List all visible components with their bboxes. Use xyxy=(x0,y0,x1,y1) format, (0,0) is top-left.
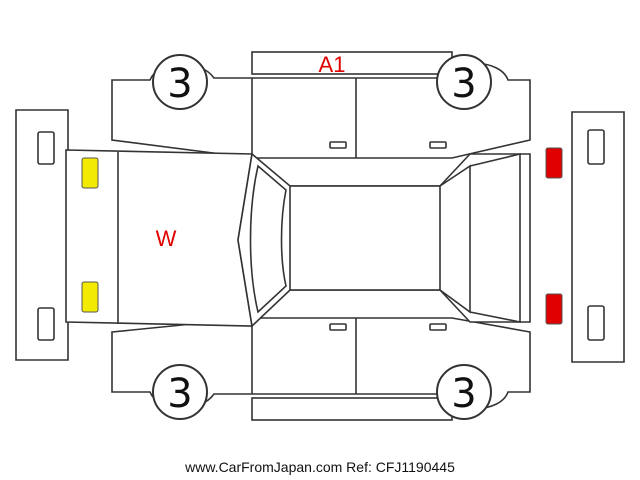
rear-bumper xyxy=(571,111,625,363)
front-light-upper xyxy=(81,157,99,189)
front-bumper xyxy=(15,109,69,361)
tire-front-left-rating: 3 xyxy=(167,61,192,107)
tire-front-right: 3 xyxy=(152,364,208,420)
rear-light-lower xyxy=(545,293,563,325)
cabin-top xyxy=(237,152,531,328)
damage-mark-hood: W xyxy=(156,226,177,251)
tire-rear-right-rating: 3 xyxy=(451,371,476,417)
front-light-lower xyxy=(81,281,99,313)
bottom-roof-rail xyxy=(251,397,453,421)
tire-rear-right: 3 xyxy=(436,364,492,420)
tire-front-right-rating: 3 xyxy=(167,371,192,417)
footer-reference: www.CarFromJapan.com Ref: CFJ1190445 xyxy=(184,459,455,475)
tire-rear-left-rating: 3 xyxy=(451,61,476,107)
damage-mark-roof: A1 xyxy=(319,52,346,77)
rear-light-upper xyxy=(545,147,563,179)
tire-front-left: 3 xyxy=(152,54,208,110)
tire-rear-left: 3 xyxy=(436,54,492,110)
top-roof-rail xyxy=(251,51,453,75)
